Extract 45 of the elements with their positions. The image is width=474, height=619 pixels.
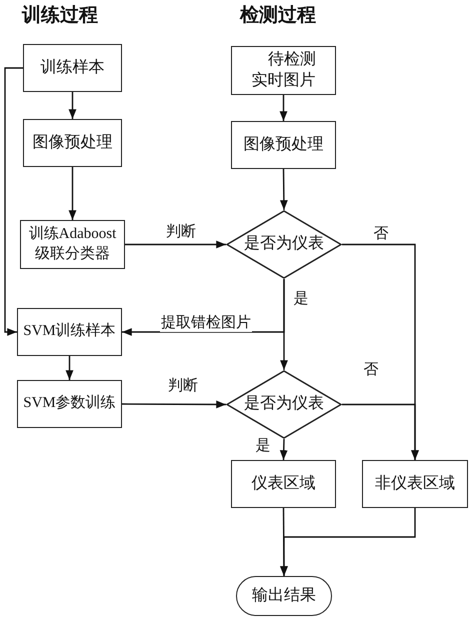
arrow	[280, 438, 288, 460]
edge-label: 否	[372, 224, 390, 243]
edge-label: 是	[254, 436, 272, 455]
process-box	[20, 220, 125, 269]
arrow	[280, 169, 288, 210]
arrow	[125, 240, 226, 248]
edge-label: 否	[362, 360, 380, 379]
node-text: 训练Adaboost级联分类器	[28, 225, 118, 264]
edge-label: 判断	[167, 376, 199, 395]
edge-label: 是	[292, 289, 310, 308]
node-text: 非仪表区域	[375, 474, 455, 494]
node-text: SVM参数训练	[23, 394, 116, 414]
process-box	[231, 460, 336, 508]
arrow	[4, 67, 23, 336]
node-text: 训练样本	[40, 58, 104, 78]
node-text: 图像预处理	[32, 132, 112, 153]
node-text: 是否为仪表	[244, 234, 324, 254]
decision-diamond	[226, 210, 342, 279]
node-text: 仪表区域	[252, 474, 316, 494]
process-box	[231, 46, 336, 95]
arrow	[68, 92, 76, 119]
node-text: 输出结果	[252, 586, 316, 606]
process-box	[23, 44, 122, 92]
arrow	[342, 404, 419, 460]
edge-label: 判断	[165, 222, 197, 241]
process-box	[362, 460, 468, 508]
arrow	[66, 356, 74, 380]
section-heading: 检测过程	[240, 3, 316, 28]
process-box	[23, 119, 122, 167]
arrow	[122, 279, 285, 336]
title: 训练过程	[22, 3, 98, 28]
arrow	[280, 95, 288, 121]
node-text: SVM训练样本	[23, 322, 116, 342]
arrow	[68, 167, 76, 220]
arrow	[280, 508, 416, 576]
decision-diamond	[226, 370, 342, 439]
node-text: 是否为仪表	[244, 394, 324, 414]
node-text: 待检测实时图片	[250, 50, 317, 90]
edge-label: 提取错检图片	[160, 313, 252, 332]
process-box	[17, 380, 122, 428]
process-box	[231, 121, 336, 169]
terminal-box	[236, 576, 332, 616]
node-text: 图像预处理	[244, 134, 324, 155]
arrow	[122, 400, 226, 408]
process-box	[17, 308, 122, 356]
